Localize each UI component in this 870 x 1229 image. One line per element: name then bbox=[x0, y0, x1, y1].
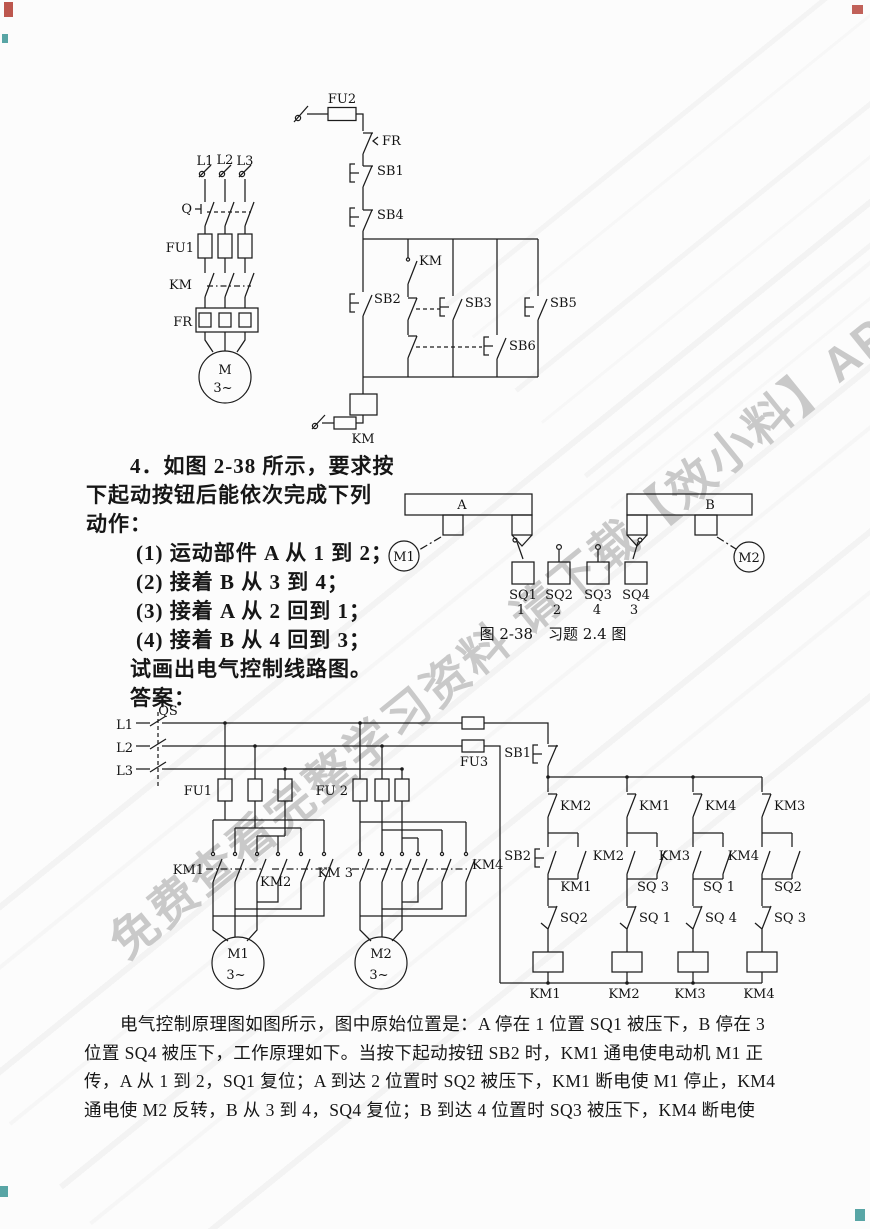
paragraph-line: 位置 SQ4 被压下，工作原理如下。当按下起动按钮 SB2 时，KM1 通电使电… bbox=[84, 1042, 764, 1063]
problem-line: 4．如图 2-38 所示，要求按 bbox=[130, 454, 395, 478]
problem-item: (1) 运动部件 A 从 1 到 2； bbox=[136, 541, 393, 565]
label-coil-2: KM2 bbox=[608, 987, 639, 1002]
label-coil-4: KM4 bbox=[743, 987, 774, 1002]
explanation-paragraph: 电气控制原理图如图所示，图中原始位置是：A 停在 1 位置 SQ1 被压下，B … bbox=[84, 1010, 802, 1124]
label-limit-4: SQ 3 bbox=[774, 911, 806, 926]
problem-line: 试画出电气控制线路图。 bbox=[130, 657, 372, 681]
label-km2-main: KM2 bbox=[260, 875, 291, 890]
problem-statement: 4．如图 2-38 所示，要求按 下起动按钮后能依次完成下列 动作： (1) 运… bbox=[86, 452, 426, 713]
problem-item: (4) 接着 B 从 4 回到 3； bbox=[136, 628, 371, 652]
label-sq2: SQ2 bbox=[545, 588, 573, 603]
label-par-left-3: KM3 bbox=[659, 849, 690, 864]
scan-mark bbox=[852, 5, 863, 14]
problem-line: 动作： bbox=[86, 512, 152, 536]
label-fu2: FU2 bbox=[328, 92, 356, 107]
figure-caption: 图 2-38 习题 2.4 图 bbox=[480, 625, 627, 643]
label-fu1: FU1 bbox=[166, 241, 194, 256]
label-ilk-4: KM3 bbox=[774, 799, 805, 814]
label-sb4: SB4 bbox=[377, 208, 404, 223]
label-l1: L1 bbox=[197, 154, 214, 169]
figure-2-38: A B M1 M2 SQ1 1 SQ2 2 SQ3 4 SQ4 3 图 2-38… bbox=[388, 493, 765, 643]
label-sb5: SB5 bbox=[550, 296, 577, 311]
scan-mark bbox=[2, 34, 8, 43]
label-km1-main: KM1 bbox=[173, 863, 204, 878]
label-sq4: SQ4 bbox=[622, 588, 650, 603]
label-sq2-pos: 2 bbox=[553, 603, 561, 618]
label-m2: M2 bbox=[738, 551, 760, 566]
label-ilk-2: KM1 bbox=[639, 799, 670, 814]
label-ans-m2: M2 bbox=[370, 947, 392, 962]
label-motor: M bbox=[218, 363, 231, 378]
label-fr: FR bbox=[173, 315, 193, 330]
label-sq4-pos: 3 bbox=[630, 603, 638, 618]
problem-line: 下起动按钮后能依次完成下列 bbox=[86, 483, 372, 507]
label-ans-fu2: FU 2 bbox=[316, 784, 348, 799]
answer-label: 答案： bbox=[130, 686, 196, 710]
label-m1: M1 bbox=[393, 550, 415, 565]
label-limit-2: SQ 1 bbox=[639, 911, 671, 926]
label-l3: L3 bbox=[237, 154, 254, 169]
label-coil-1: KM1 bbox=[529, 987, 560, 1002]
label-ans-l3: L3 bbox=[116, 764, 133, 779]
top-main-circuit: L1 L2 L3 Q FU1 KM FR M 3~ bbox=[166, 153, 259, 404]
problem-item: (2) 接着 B 从 3 到 4； bbox=[136, 570, 349, 594]
label-sq3-pos: 4 bbox=[593, 603, 601, 618]
label-ans-sb1: SB1 bbox=[504, 746, 531, 761]
label-km-aux: KM bbox=[419, 254, 442, 269]
scan-mark bbox=[4, 2, 13, 17]
label-km4-main: KM4 bbox=[472, 858, 503, 873]
scan-mark bbox=[0, 1186, 8, 1197]
label-ans-fu3: FU3 bbox=[460, 755, 488, 770]
label-par-left-2: KM2 bbox=[593, 849, 624, 864]
label-sb1: SB1 bbox=[377, 164, 404, 179]
label-ans-m1: M1 bbox=[227, 947, 249, 962]
label-ans-l2: L2 bbox=[116, 741, 133, 756]
label-l2: L2 bbox=[217, 153, 234, 168]
problem-item: (3) 接着 A 从 2 回到 1； bbox=[136, 599, 371, 623]
label-km3-main: KM 3 bbox=[318, 866, 353, 881]
label-sb3: SB3 bbox=[465, 296, 492, 311]
label-sb2: SB2 bbox=[374, 292, 401, 307]
label-ans-l1: L1 bbox=[116, 718, 133, 733]
label-fr-contact: FR bbox=[382, 134, 402, 149]
paragraph-line: 传，A 从 1 到 2，SQ1 复位；A 到达 2 位置时 SQ2 被压下，KM… bbox=[84, 1071, 776, 1092]
label-ilk-1: KM2 bbox=[560, 799, 591, 814]
label-sq1-pos: 1 bbox=[517, 603, 525, 618]
label-sb6: SB6 bbox=[509, 339, 536, 354]
label-limit-3: SQ 4 bbox=[705, 911, 737, 926]
label-motor-phase: 3~ bbox=[213, 381, 232, 396]
paragraph-line: 通电使 M2 反转，B 从 3 到 4，SQ4 复位；B 到达 4 位置时 SQ… bbox=[84, 1099, 756, 1120]
label-ans-m1-phase: 3~ bbox=[226, 968, 245, 983]
label-block-b: B bbox=[705, 498, 715, 513]
label-km: KM bbox=[169, 278, 192, 293]
top-control-circuit: FU2 FR SB1 SB4 KM SB2 SB3 SB6 SB5 KM bbox=[293, 92, 577, 447]
label-qs: QS bbox=[158, 704, 178, 719]
label-par-right-3: SQ 1 bbox=[703, 880, 735, 895]
label-par-right-4: SQ2 bbox=[774, 880, 802, 895]
label-sq3: SQ3 bbox=[584, 588, 612, 603]
label-ans-fu1: FU1 bbox=[184, 784, 212, 799]
answer-circuit: QS L1 L2 L3 FU1 FU 2 FU3 KM1 KM2 KM 3 KM… bbox=[116, 704, 806, 1002]
label-coil-3: KM3 bbox=[674, 987, 705, 1002]
label-par-left-1: SB2 bbox=[504, 849, 531, 864]
label-sq1: SQ1 bbox=[509, 588, 537, 603]
paragraph-line: 电气控制原理图如图所示，图中原始位置是：A 停在 1 位置 SQ1 被压下，B … bbox=[120, 1014, 766, 1034]
scan-mark bbox=[855, 1209, 865, 1221]
label-ans-m2-phase: 3~ bbox=[369, 968, 388, 983]
label-km-coil: KM bbox=[351, 432, 374, 447]
label-par-right-1: KM1 bbox=[560, 880, 591, 895]
label-limit-1: SQ2 bbox=[560, 911, 588, 926]
label-block-a: A bbox=[456, 498, 467, 513]
label-par-right-2: SQ 3 bbox=[637, 880, 669, 895]
label-par-left-4: KM4 bbox=[728, 849, 759, 864]
label-ilk-3: KM4 bbox=[705, 799, 736, 814]
label-q: Q bbox=[181, 202, 192, 217]
